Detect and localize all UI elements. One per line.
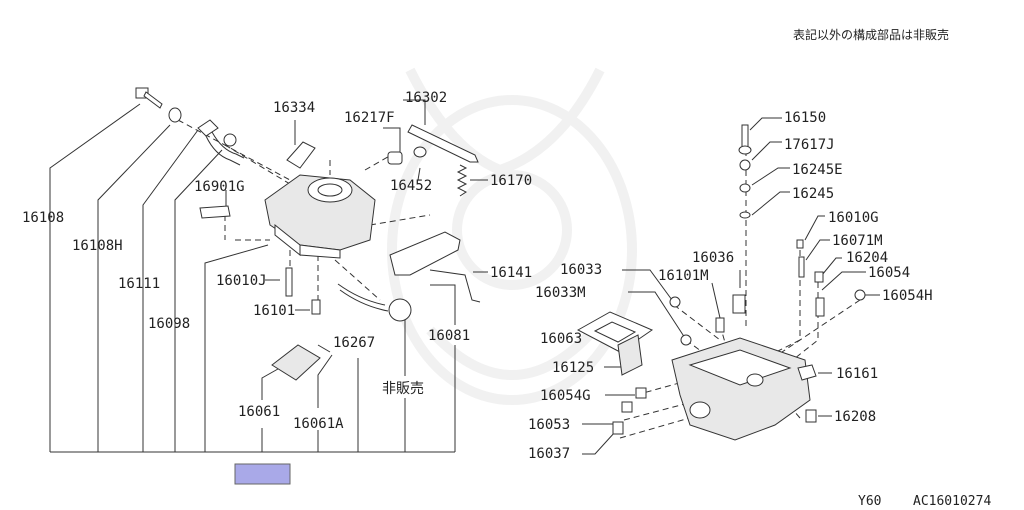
spring-16452 (413, 146, 427, 158)
label-16108H: 16108H (72, 238, 123, 254)
diagram-code: AC16010274 (913, 494, 991, 509)
needle-16150 (741, 124, 749, 148)
part-16033 (669, 296, 681, 308)
spring-16170 (456, 164, 468, 197)
label-16302: 16302 (405, 90, 447, 106)
label-16061: 16061 (238, 404, 280, 420)
label-16054H: 16054H (882, 288, 933, 304)
left-leader-lines (49, 99, 488, 453)
part-17617J (739, 159, 751, 171)
label-16010G: 16010G (828, 210, 879, 226)
part-16208 (805, 409, 817, 423)
label-16334: 16334 (273, 100, 315, 116)
part-16054 (815, 297, 825, 317)
label-16245: 16245 (792, 186, 834, 202)
label-16901G: 16901G (194, 179, 245, 195)
pin-16061A (317, 344, 331, 353)
part-16071M (798, 256, 805, 278)
label-16217F: 16217F (344, 110, 395, 126)
bracket-16141 (389, 231, 461, 276)
left-labels: 16108 16108H 16111 16098 16334 16217F 16… (22, 90, 532, 432)
lever-16302 (407, 124, 479, 163)
part-16053 (621, 401, 633, 413)
label-16101: 16101 (253, 303, 295, 319)
model-code: Y60 (858, 494, 881, 509)
label-16170: 16170 (490, 173, 532, 189)
float-chamber-assembly (576, 124, 866, 441)
part-16054H (854, 289, 866, 301)
nut-16098 (223, 133, 237, 147)
label-16036: 16036 (692, 250, 734, 266)
part-16334 (286, 141, 316, 169)
bracket-16901G (199, 205, 231, 219)
label-16033M: 16033M (535, 285, 586, 301)
label-16267: 16267 (333, 335, 375, 351)
part-16245 (739, 211, 751, 219)
sight-glass-16125 (617, 334, 643, 376)
part-16204 (814, 271, 824, 283)
label-16071M: 16071M (832, 233, 883, 249)
part-16033M (680, 334, 692, 346)
label-16150: 16150 (784, 110, 826, 126)
jet-16010J (285, 267, 293, 297)
choke-16061 (271, 344, 321, 381)
background-watermark (387, 67, 637, 405)
label-16037: 16037 (528, 446, 570, 462)
fitting-16111 (197, 119, 219, 137)
rod-16081 (429, 269, 481, 303)
label-17617J: 17617J (784, 137, 835, 153)
label-not-sold: 非販売 (382, 381, 424, 397)
part-16161 (797, 364, 817, 381)
part-16036 (732, 294, 746, 314)
label-16161: 16161 (836, 366, 878, 382)
part-16054G (635, 387, 647, 399)
label-16452: 16452 (390, 178, 432, 194)
washer-16108H (168, 107, 182, 123)
part-16101M (715, 317, 725, 333)
part-16101 (311, 299, 321, 315)
label-16010J: 16010J (216, 273, 267, 289)
label-16208: 16208 (834, 409, 876, 425)
right-labels: 16150 17617J 16245E 16245 16010G 16071M … (528, 110, 933, 462)
label-16125: 16125 (552, 360, 594, 376)
label-16111: 16111 (118, 276, 160, 292)
label-16054G: 16054G (540, 388, 591, 404)
part-16037 (612, 421, 624, 435)
label-16245E: 16245E (792, 162, 843, 178)
label-16108: 16108 (22, 210, 64, 226)
label-16063: 16063 (540, 331, 582, 347)
diaphragm-not-sold (388, 298, 412, 322)
label-16061A: 16061A (293, 416, 344, 432)
part-16010G (796, 239, 804, 249)
label-16033: 16033 (560, 262, 602, 278)
highlight-box (234, 463, 291, 485)
label-16098: 16098 (148, 316, 190, 332)
not-sold-note: 表記以外の構成部品は非販売 (793, 27, 949, 42)
label-16101M: 16101M (658, 268, 709, 284)
label-16204: 16204 (846, 250, 888, 266)
label-16081: 16081 (428, 328, 470, 344)
right-leader-lines (582, 117, 880, 455)
carburetor-assembly (135, 87, 481, 485)
label-16141: 16141 (490, 265, 532, 281)
label-16053: 16053 (528, 417, 570, 433)
part-16245E (739, 183, 751, 193)
part-16217F (387, 151, 403, 165)
label-16054: 16054 (868, 265, 910, 281)
